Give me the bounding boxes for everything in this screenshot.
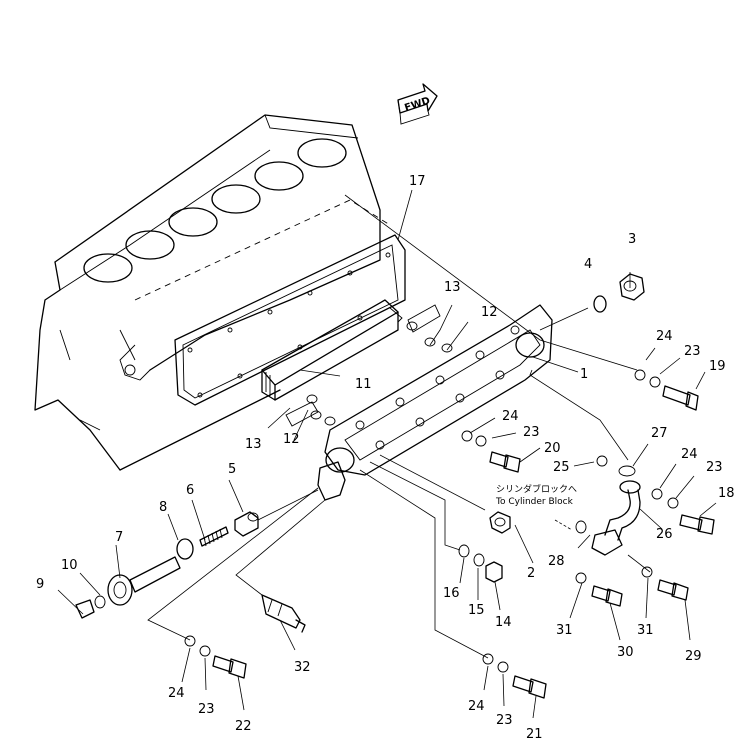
bolt-19: [662, 385, 699, 411]
callout-23: 23: [496, 713, 513, 728]
cylinder-bore: [125, 230, 175, 260]
o-rings: [285, 304, 453, 427]
cylinder-block-note: シリンダブロックへ To Cylinder Block: [495, 483, 577, 507]
washer-24: [461, 430, 473, 442]
washer-23: [497, 661, 509, 673]
oil-cooler-cover-1: [317, 304, 553, 501]
plug-7: [107, 556, 181, 606]
callout-31: 31: [637, 623, 654, 638]
callout-13: 13: [245, 437, 262, 452]
callout-23: 23: [706, 460, 723, 475]
callout-32: 32: [294, 660, 311, 675]
bolt-30: [591, 585, 623, 607]
o-ring-4: [593, 295, 607, 313]
washer-24: [482, 653, 494, 665]
callout-24: 24: [468, 699, 485, 714]
plug-9: [75, 599, 95, 619]
callout-14: 14: [495, 615, 512, 630]
callout-18: 18: [718, 486, 735, 501]
valve-5: [234, 511, 259, 537]
note-japanese: シリンダブロックへ: [496, 483, 577, 495]
washer-24: [184, 635, 196, 647]
callout-29: 29: [685, 649, 702, 664]
callout-24: 24: [656, 329, 673, 344]
sensor-32: [261, 594, 306, 633]
cylinder-bore: [168, 207, 218, 237]
washer-15: [473, 553, 485, 567]
plug-2: [489, 511, 511, 534]
cylinder-block: [34, 114, 391, 471]
callout-24: 24: [502, 409, 519, 424]
cylinder-bore: [211, 184, 261, 214]
spring-6: [199, 526, 229, 547]
callout-1: 1: [580, 367, 588, 382]
washer-16: [458, 544, 470, 558]
o-ring-27: [618, 465, 636, 477]
callout-12: 12: [283, 432, 300, 447]
callout-12: 12: [481, 305, 498, 320]
cylinder-bore: [254, 161, 304, 191]
callout-27: 27: [651, 426, 668, 441]
oil-cooler-element-11: [261, 299, 403, 401]
callout-24: 24: [168, 686, 185, 701]
bolt-18: [679, 514, 715, 535]
tube-26: [575, 455, 641, 556]
callout-3: 3: [628, 232, 636, 247]
callout-16: 16: [443, 586, 460, 601]
callout-11: 11: [355, 377, 372, 392]
washer-23: [199, 645, 211, 657]
callout-6: 6: [186, 483, 194, 498]
callout-22: 22: [235, 719, 252, 734]
callout-10: 10: [61, 558, 78, 573]
callout-30: 30: [617, 645, 634, 660]
bolt-29: [657, 579, 689, 601]
callout-21: 21: [526, 727, 543, 740]
cylinder-bore: [297, 138, 347, 168]
callout-23: 23: [523, 425, 540, 440]
callout-28: 28: [548, 554, 565, 569]
callout-2: 2: [527, 566, 535, 581]
callout-23: 23: [684, 344, 701, 359]
callout-4: 4: [584, 257, 592, 272]
callout-7: 7: [115, 530, 123, 545]
callout-25: 25: [553, 460, 570, 475]
callout-8: 8: [159, 500, 167, 515]
callout-24: 24: [681, 447, 698, 462]
washer-23: [649, 376, 661, 388]
callout-17: 17: [409, 174, 426, 189]
callout-31: 31: [556, 623, 573, 638]
bolt-21: [512, 675, 547, 699]
cylinder-bore: [83, 253, 133, 283]
fwd-label: FWD: [403, 96, 431, 115]
note-english: To Cylinder Block: [495, 497, 574, 507]
o-ring-8: [176, 538, 194, 560]
leader-lines: [57, 189, 717, 719]
washer-31: [575, 572, 587, 584]
callout-19: 19: [709, 359, 726, 374]
o-ring-28: [575, 520, 587, 534]
callout-26: 26: [656, 527, 673, 542]
bolt-20: [489, 451, 521, 473]
plug-3: [619, 273, 645, 301]
washer-23: [667, 497, 679, 509]
washer-24: [634, 369, 646, 381]
callout-23: 23: [198, 702, 215, 717]
o-ring-25: [596, 455, 608, 467]
callout-13: 13: [444, 280, 461, 295]
callout-labels: 17 3 4 13 12 24 23 19 1 11 24 23 20 13 1…: [36, 174, 735, 740]
washer-23: [475, 435, 487, 447]
bolt-22: [212, 655, 247, 679]
fwd-arrow: FWD: [397, 83, 438, 125]
plug-14: [485, 561, 503, 583]
callout-9: 9: [36, 577, 44, 592]
callout-20: 20: [544, 441, 561, 456]
gasket-10: [94, 595, 106, 609]
callout-5: 5: [228, 462, 236, 477]
washer-31: [641, 566, 653, 578]
callout-15: 15: [468, 603, 485, 618]
washer-24: [651, 488, 663, 500]
